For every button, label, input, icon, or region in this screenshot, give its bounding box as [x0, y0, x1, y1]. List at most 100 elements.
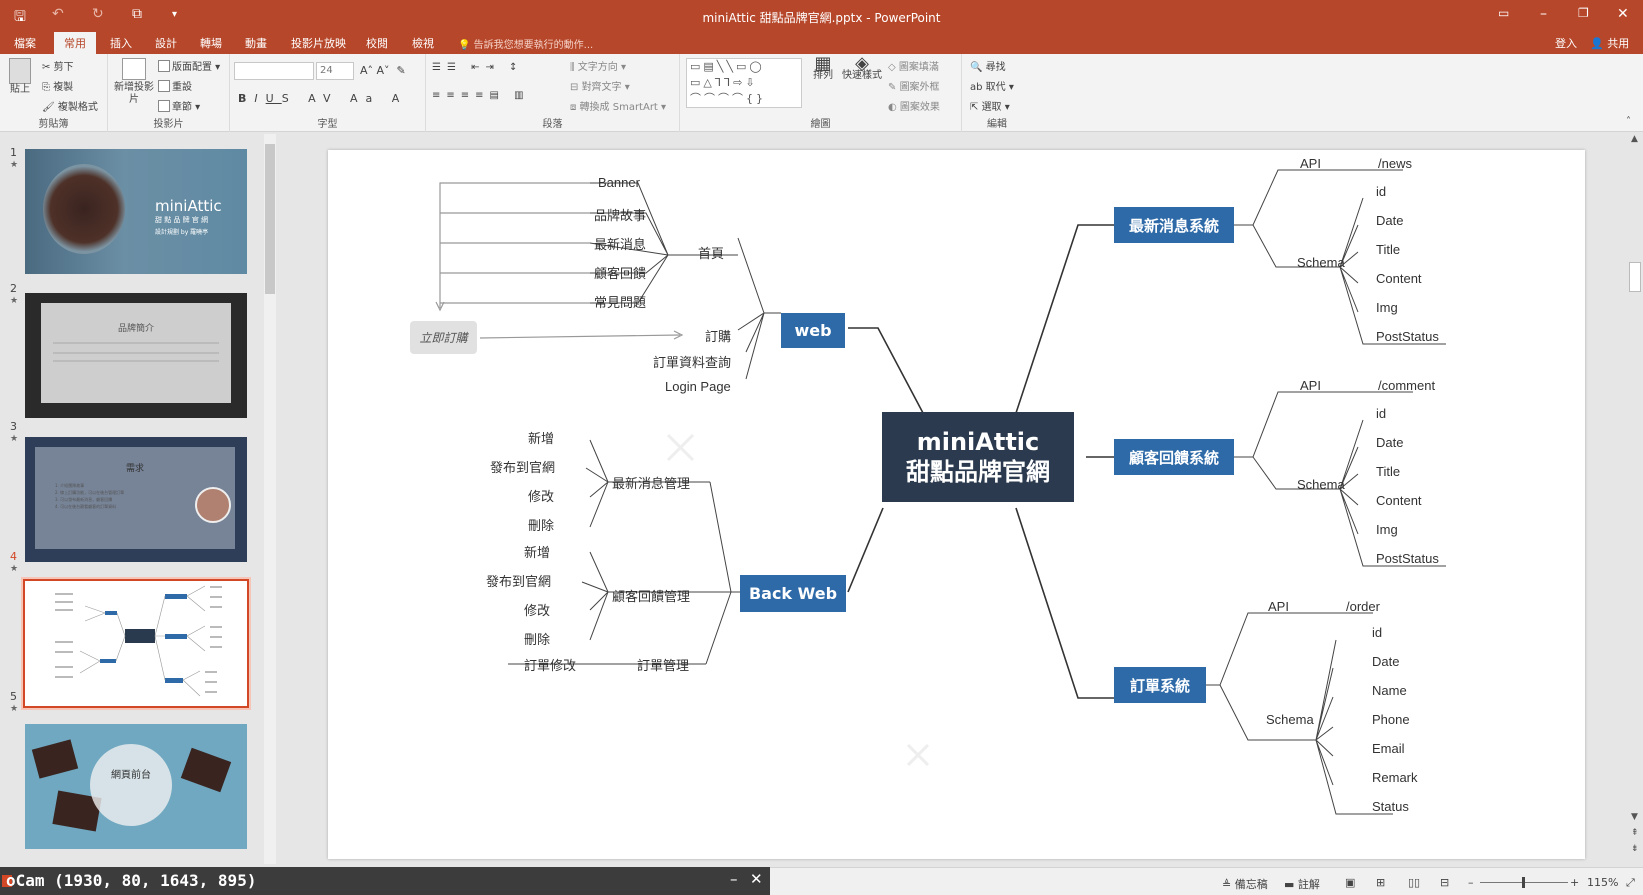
shape-fill-button[interactable]: ◇ 圖案填滿 [888, 62, 939, 73]
ocam-minimize-button[interactable]: – [730, 870, 738, 888]
tab-view[interactable]: 檢視 [412, 37, 434, 50]
select-button[interactable]: ⇱ 選取 ▾ [970, 102, 1010, 113]
topic-feedback[interactable]: 顧客回饋 [594, 266, 647, 281]
topic-feedback-system[interactable]: 顧客回饋系統 [1114, 439, 1234, 475]
align-buttons[interactable]: ≡≡≡≡▤ ▥ [432, 90, 530, 101]
new-slide-button[interactable]: 新增投影片 [114, 58, 154, 106]
slide-thumbnail-2[interactable]: 品牌簡介 [25, 293, 247, 418]
topic-news-system[interactable]: 最新消息系統 [1114, 207, 1234, 243]
slide-scrollbar-thumb[interactable] [1629, 262, 1641, 292]
feedback-endpoint[interactable]: /comment [1378, 378, 1436, 393]
normal-view-icon[interactable]: ▣ [1345, 876, 1356, 889]
slide-thumbnail-3[interactable]: 需求 1. 介紹團隊故事 2. 線上訂購功能，可以在後台管理訂單 3. 可以發布… [25, 437, 247, 562]
share-button[interactable]: 👤 共用 [1590, 37, 1630, 50]
ribbon-display-icon[interactable]: ▭ [1498, 6, 1510, 20]
shape-outline-button[interactable]: ✎ 圖案外框 [888, 82, 940, 93]
news-endpoint[interactable]: /news [1378, 156, 1412, 171]
notes-button[interactable]: ≜ 備忘稿 [1222, 878, 1268, 891]
order-endpoint[interactable]: /order [1346, 599, 1380, 614]
topic-news-add[interactable]: 新增 [528, 431, 555, 446]
shapes-gallery[interactable]: ▭▤╲╲▭◯▭△⅂⅂⇨⇩⌒⌒⌒⌒{} [686, 58, 802, 108]
topic-news-delete[interactable]: 刪除 [528, 518, 555, 533]
tab-file[interactable]: 檔案 [14, 37, 36, 50]
topic-order-edit[interactable]: 訂單修改 [524, 658, 577, 673]
mindmap-central-topic[interactable]: miniAttic 甜點品牌官網 [882, 412, 1074, 502]
section-button[interactable]: 章節 ▾ [158, 98, 200, 113]
tab-insert[interactable]: 插入 [110, 37, 132, 50]
undo-icon[interactable]: ↶ [52, 6, 64, 22]
text-direction-button[interactable]: ⫼ 文字方向 ▾ [570, 62, 626, 73]
topic-web[interactable]: web [781, 313, 845, 348]
zoom-in-icon[interactable]: + [1570, 876, 1580, 889]
close-button[interactable]: ✕ [1617, 6, 1629, 22]
slide-thumbnail-5[interactable]: 網頁前台 [25, 724, 247, 849]
redo-icon[interactable]: ↻ [92, 6, 104, 22]
present-icon[interactable]: ⧉ [132, 6, 142, 22]
topic-order-query[interactable]: 訂單資料查詢 [653, 355, 732, 370]
topic-feedback-edit[interactable]: 修改 [524, 603, 551, 618]
slide-sorter-icon[interactable]: ⊞ [1376, 876, 1386, 889]
topic-news-mgmt[interactable]: 最新消息管理 [612, 476, 691, 491]
next-slide-icon[interactable]: ⇟ [1631, 844, 1639, 854]
topic-home[interactable]: 首頁 [698, 246, 725, 261]
thumbnail-scrollbar[interactable] [264, 134, 276, 864]
replace-button[interactable]: ab 取代 ▾ [970, 82, 1014, 93]
convert-smartart-button[interactable]: ⧈ 轉換成 SmartArt ▾ [570, 102, 667, 113]
customize-qat-icon[interactable]: ▾ [172, 9, 178, 20]
order-now-button-mock[interactable]: 立即訂購 [410, 321, 477, 354]
topic-brand-story[interactable]: 品牌故事 [594, 208, 647, 223]
slide-thumbnail-4[interactable] [21, 577, 251, 710]
shape-effects-button[interactable]: ◐ 圖案效果 [888, 102, 940, 113]
quick-styles-button[interactable]: ◈快速樣式 [840, 55, 884, 82]
align-text-button[interactable]: ⊟ 對齊文字 ▾ [570, 82, 630, 93]
reset-button[interactable]: 重設 [158, 78, 192, 93]
zoom-level[interactable]: 115% [1587, 876, 1619, 889]
comments-button[interactable]: ▬ 註解 [1284, 878, 1320, 891]
slide-scrollbar[interactable]: ▲ ▼ ⇞ ⇟ [1627, 132, 1643, 867]
list-buttons[interactable]: ☰☰ ⇤⇥ ↕ [432, 62, 524, 73]
save-icon[interactable]: 🖫 [14, 9, 26, 25]
cut-button[interactable]: ✂ 剪下 [42, 62, 74, 73]
tab-transitions[interactable]: 轉場 [200, 37, 222, 50]
topic-banner[interactable]: Banner [598, 175, 640, 190]
find-button[interactable]: 🔍 尋找 [970, 62, 1006, 73]
arrange-button[interactable]: ▦排列 [808, 55, 838, 82]
tell-me-box[interactable]: 💡 告訴我您想要執行的動作... [458, 40, 594, 51]
copy-button[interactable]: ⎘ 複製 [42, 82, 74, 93]
collapse-ribbon-icon[interactable]: ˄ [1626, 116, 1631, 127]
tab-home[interactable]: 常用 [54, 32, 96, 54]
font-style-buttons[interactable]: BIUS AV Aa A [238, 92, 408, 105]
topic-latest-news[interactable]: 最新消息 [594, 237, 647, 252]
topic-order[interactable]: 訂購 [705, 329, 732, 344]
format-painter-button[interactable]: 🖌 複製格式 [42, 102, 98, 113]
topic-faq[interactable]: 常見問題 [594, 295, 647, 310]
topic-back-web[interactable]: Back Web [740, 575, 846, 612]
previous-slide-icon[interactable]: ⇞ [1631, 828, 1639, 838]
tab-review[interactable]: 校閱 [366, 37, 388, 50]
scroll-down-icon[interactable]: ▼ [1631, 812, 1638, 822]
zoom-slider-thumb[interactable] [1522, 877, 1525, 888]
topic-news-edit[interactable]: 修改 [528, 489, 555, 504]
font-size-field[interactable]: 24 [316, 62, 354, 80]
restore-button[interactable]: ❐ [1578, 6, 1589, 20]
topic-order-system[interactable]: 訂單系統 [1114, 667, 1206, 703]
tab-slideshow[interactable]: 投影片放映 [291, 37, 346, 50]
signin-link[interactable]: 登入 [1555, 37, 1577, 50]
reading-view-icon[interactable]: ▯▯ [1408, 876, 1421, 889]
ocam-close-button[interactable]: ✕ [750, 870, 763, 888]
tab-animations[interactable]: 動畫 [245, 37, 267, 50]
paste-button[interactable]: 貼上 [6, 58, 34, 96]
font-size-buttons[interactable]: A˄ A˅ ✎ [360, 64, 406, 77]
topic-login-page[interactable]: Login Page [665, 379, 731, 394]
scroll-up-icon[interactable]: ▲ [1631, 134, 1638, 144]
topic-news-publish[interactable]: 發布到官網 [490, 460, 556, 475]
topic-feedback-publish[interactable]: 發布到官網 [486, 574, 552, 589]
topic-feedback-mgmt[interactable]: 顧客回饋管理 [612, 589, 691, 604]
layout-button[interactable]: 版面配置 ▾ [158, 58, 220, 73]
topic-order-mgmt[interactable]: 訂單管理 [637, 658, 690, 673]
slideshow-view-icon[interactable]: ⊟ [1440, 876, 1450, 889]
font-name-field[interactable] [234, 62, 314, 80]
fit-to-window-icon[interactable]: ⤢ [1626, 876, 1635, 889]
tab-design[interactable]: 設計 [155, 37, 177, 50]
topic-feedback-delete[interactable]: 刪除 [524, 632, 551, 647]
